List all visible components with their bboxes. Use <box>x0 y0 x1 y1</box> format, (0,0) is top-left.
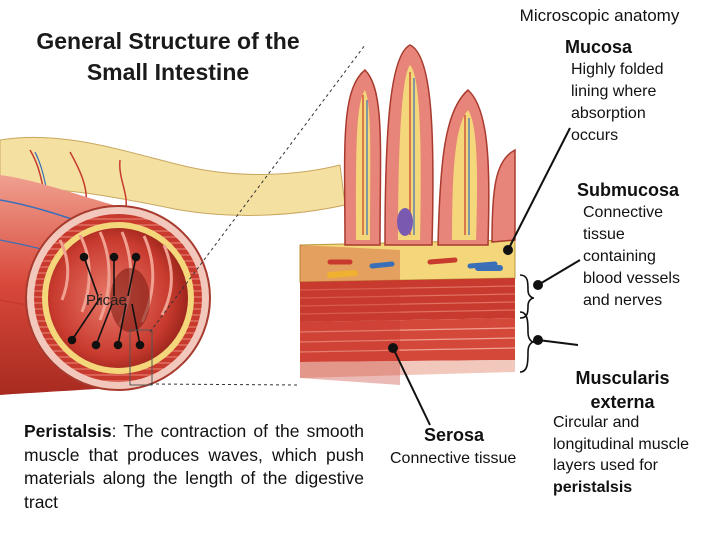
submucosa-label: Submucosa <box>577 180 680 200</box>
serosa-desc: Connective tissue <box>390 450 517 467</box>
mucosa-label: Mucosa <box>565 37 633 57</box>
peristalsis-text: : The contraction of the smooth muscle t… <box>24 421 364 512</box>
serosa-label: Serosa <box>424 425 485 445</box>
microscopic-anatomy-title: Microscopic anatomy <box>519 6 680 25</box>
muscularis-desc: Circular and longitudinal muscle layers … <box>553 414 690 496</box>
muscularis-label: Muscularis externa <box>575 368 670 412</box>
peristalsis-term: Peristalsis <box>24 421 112 441</box>
plicae-label: Plicae <box>86 292 127 309</box>
layer-pointers <box>388 127 581 426</box>
peristalsis-definition: Peristalsis: The contraction of the smoo… <box>24 420 364 514</box>
mucosa-desc: Highly folded lining where absorption oc… <box>571 61 664 144</box>
layer-brackets <box>519 274 535 373</box>
page-title: General Structure of the Small Intestine <box>36 28 300 85</box>
zoom-indicator <box>129 44 366 386</box>
submucosa-desc: Connective tissue containing blood vesse… <box>583 204 680 309</box>
microscopic-wall <box>299 44 516 385</box>
plicae-pointers <box>67 252 145 350</box>
